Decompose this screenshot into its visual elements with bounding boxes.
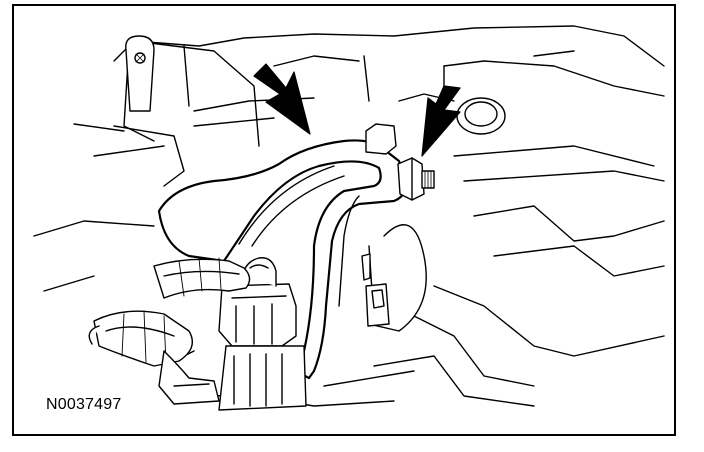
bracket: [157, 139, 408, 380]
sensor-clip: [361, 253, 390, 327]
round-boss: [456, 97, 506, 135]
engine-bracket-illustration: [33, 25, 665, 411]
figure-id-label: N0037497: [44, 396, 124, 414]
figure-frame: N0037497: [12, 4, 676, 436]
upper-stud: [125, 35, 155, 112]
wire-harness: [88, 257, 251, 405]
connector: [218, 257, 307, 411]
callout-arrow-icon: [253, 63, 311, 135]
callout-arrow-icon: [421, 85, 461, 157]
bolt-assembly: [365, 123, 435, 201]
